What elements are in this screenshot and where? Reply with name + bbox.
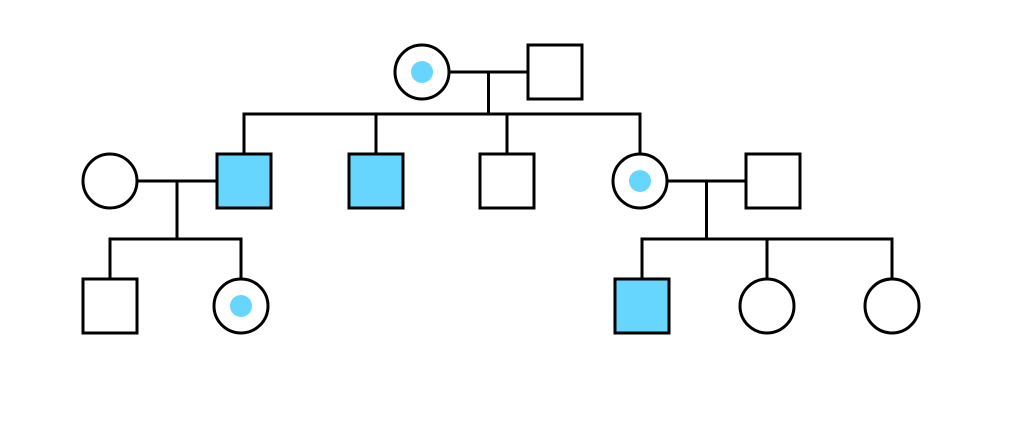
female-circle [81, 152, 139, 210]
member-g2-son-1 [215, 152, 273, 210]
male-square [81, 277, 139, 335]
member-g3-daughter-b1 [738, 277, 796, 335]
connector-lines [108, 70, 894, 281]
member-g2-daughter [611, 152, 669, 210]
carrier-dot [411, 61, 433, 83]
carrier-dot [230, 295, 252, 317]
member-g1-male [526, 43, 584, 101]
male-square [478, 152, 536, 210]
member-g3-daughter-a [212, 277, 270, 335]
affected-male-square [347, 152, 405, 210]
member-g2-spouse-female [81, 152, 139, 210]
male-square [526, 43, 584, 101]
member-g3-daughter-b2 [863, 277, 921, 335]
member-g1-female [393, 43, 451, 101]
affected-male-square [215, 152, 273, 210]
affected-male-square [613, 277, 671, 335]
member-g3-son-b [613, 277, 671, 335]
male-square [744, 152, 802, 210]
female-circle [863, 277, 921, 335]
carrier-dot [629, 170, 651, 192]
member-g2-son-2 [347, 152, 405, 210]
female-circle [738, 277, 796, 335]
member-g2-spouse-male [744, 152, 802, 210]
member-g3-son-a [81, 277, 139, 335]
family-members [81, 43, 921, 335]
member-g2-son-3 [478, 152, 536, 210]
